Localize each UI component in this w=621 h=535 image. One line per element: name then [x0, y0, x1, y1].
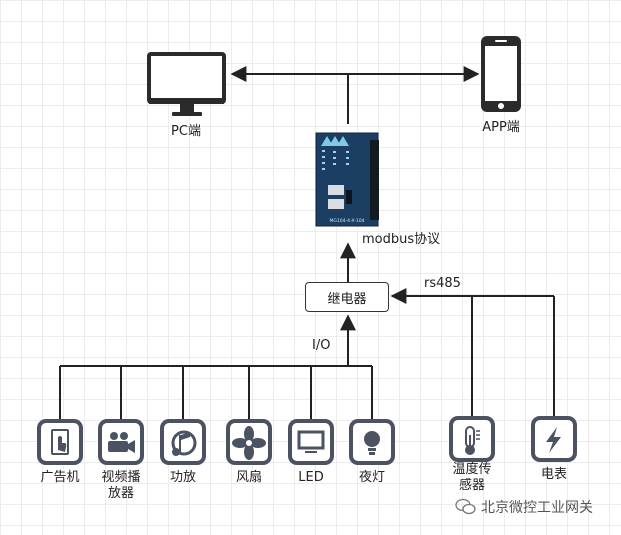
connector-pc-app [230, 66, 480, 124]
smartphone-icon [481, 36, 521, 112]
gateway-device-icon [315, 132, 379, 227]
rs485-label: rs485 [424, 276, 461, 291]
pc-label: PC端 [171, 124, 201, 139]
device-label-led: LED [298, 470, 324, 485]
device-icons [37, 416, 577, 465]
relay-box: 继电器 [305, 282, 389, 312]
watermark-text: 北京微控工业网关 [481, 500, 593, 516]
connector-rs485-bus [390, 288, 555, 418]
device-label-video: 视频播放器 [101, 470, 141, 501]
device-label-ad: 广告机 [40, 470, 80, 485]
touch-screen-icon [51, 429, 69, 455]
wechat-icon [455, 498, 476, 515]
device-label-meter: 电表 [540, 467, 568, 482]
thermometer-icon [465, 426, 480, 455]
fan-icon [232, 426, 266, 460]
device-label-temp: 温度传感器 [452, 462, 492, 493]
speaker-music-icon [171, 430, 197, 456]
device-label-speaker: 功放 [169, 470, 197, 485]
gateway-model-text: MG104-4-X-104 [330, 218, 365, 224]
watermark: 北京微控工业网关 [455, 497, 593, 517]
protocol-label: modbus协议 [362, 232, 441, 247]
device-label-fan: 风扇 [235, 470, 263, 485]
relay-label: 继电器 [327, 291, 367, 307]
app-label: APP端 [482, 120, 520, 135]
lightning-icon [546, 427, 561, 453]
video-camera-icon [108, 432, 135, 453]
led-screen-icon [297, 430, 325, 453]
device-label-lamp: 夜灯 [358, 470, 386, 485]
connector-io-bus [59, 314, 373, 420]
pc-monitor-icon [147, 52, 226, 116]
light-bulb-icon [364, 431, 380, 455]
io-label: I/O [312, 338, 331, 353]
